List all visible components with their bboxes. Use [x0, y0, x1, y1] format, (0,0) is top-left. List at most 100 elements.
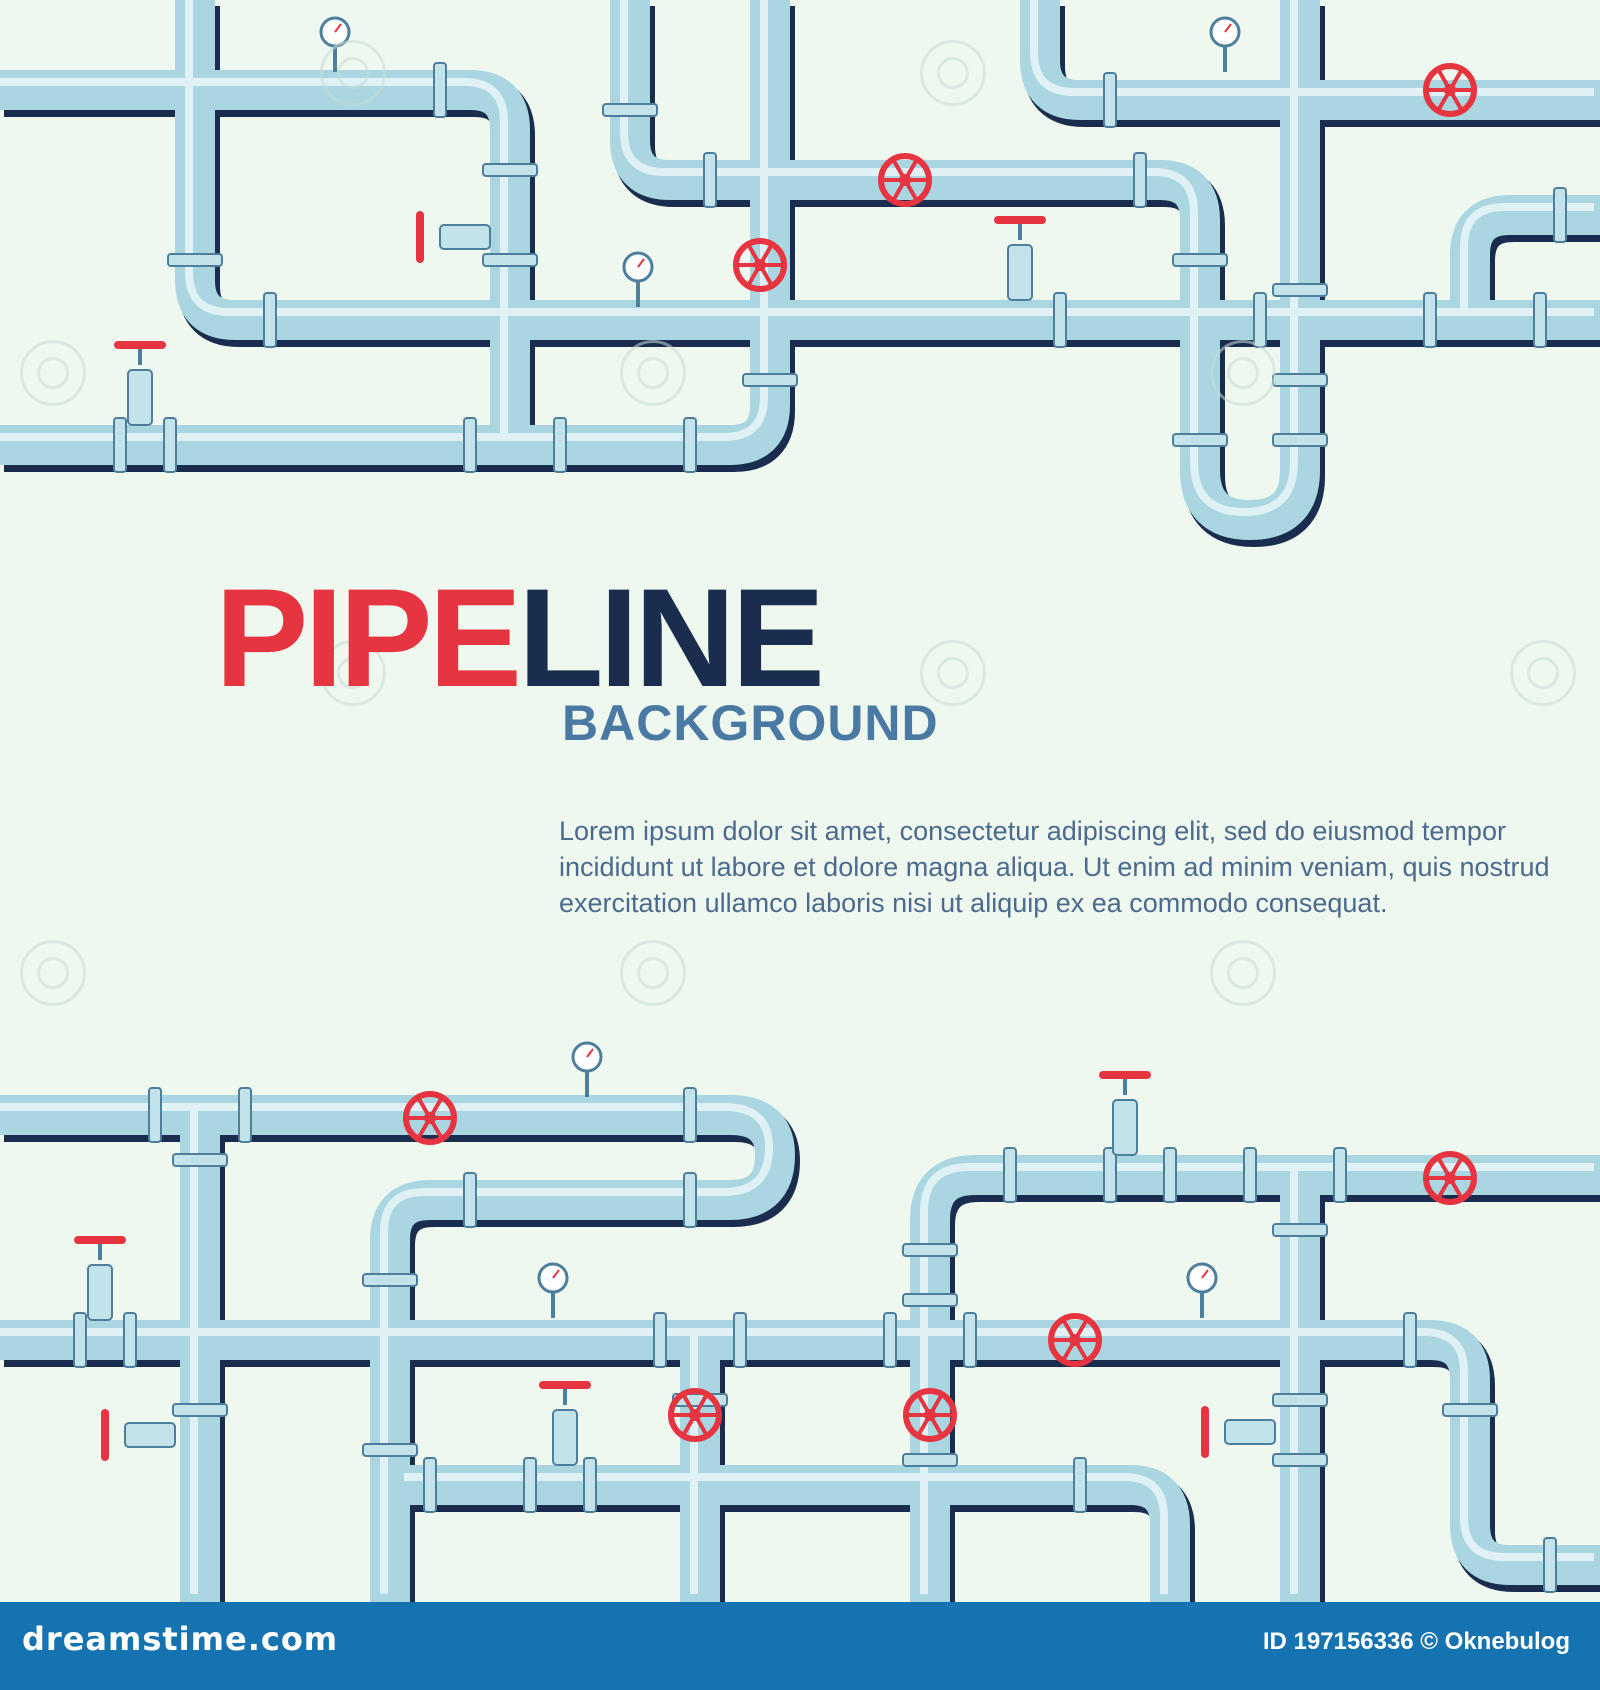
gate-valve-icon [87, 1264, 113, 1321]
pipe-flange [1272, 433, 1328, 447]
pipe-flange [1543, 1537, 1557, 1593]
pipe-flange [1272, 283, 1328, 297]
subheadline: BACKGROUND [562, 695, 939, 751]
pressure-gauge-needle [1201, 1269, 1209, 1279]
gate-valve-icon [127, 369, 153, 426]
pipe-flange [463, 417, 477, 473]
body-text: Lorem ipsum dolor sit amet, consectetur … [559, 816, 1550, 918]
watermark-spiral-icon [20, 940, 86, 1006]
pipe-highlight [0, 78, 508, 437]
pipe-highlight [0, 0, 768, 441]
valve-wheel-hub [689, 1409, 701, 1421]
pressure-gauge-needle [334, 23, 342, 33]
pipe-flange [1533, 292, 1547, 348]
pipe-flange [1003, 1147, 1017, 1203]
pipe-flange [1553, 187, 1567, 243]
side-valve-icon [1224, 1419, 1276, 1445]
pipe-flange [1163, 1147, 1177, 1203]
pipe-highlight [1030, 0, 1594, 96]
valve-wheel-hub [1069, 1334, 1081, 1346]
pipe-flange [1403, 1312, 1417, 1368]
gate-valve-handle [1099, 1071, 1151, 1079]
headline-line: LINE [518, 559, 825, 716]
pipe-shadow [4, 1325, 1600, 1592]
gate-valve-handle [539, 1381, 591, 1389]
pipe-flange [733, 1312, 747, 1368]
pipe-flange [902, 1293, 958, 1307]
pipe-flange [1243, 1147, 1257, 1203]
gate-valve-icon [1007, 244, 1033, 301]
pipe-flange [263, 292, 277, 348]
valve-wheel-icon [733, 238, 787, 292]
pipe-flange [362, 1273, 418, 1287]
valve-wheel-icon [903, 1388, 957, 1442]
valve-wheel-hub [424, 1112, 436, 1124]
pipe-flange [123, 1312, 137, 1368]
pipe-flange [167, 253, 223, 267]
gate-valve-handle [114, 341, 166, 349]
footer-logo[interactable]: dreamstime.com [22, 1620, 339, 1658]
pipe-flange [1423, 292, 1437, 348]
pipe-flange [683, 417, 697, 473]
watermark-spiral-icon [320, 640, 386, 706]
pipe-highlight [0, 1328, 1594, 1561]
pipe-flange [148, 1087, 162, 1143]
pipe-shadow [913, 1160, 1600, 1602]
pipe-flange [172, 1403, 228, 1417]
pipe-flange [553, 417, 567, 473]
gate-valve-handle [74, 1236, 126, 1244]
pipe-flange [1073, 1457, 1087, 1513]
side-valve-icon [439, 224, 491, 250]
valve-wheel-hub [1444, 84, 1456, 96]
pipe-flange [113, 417, 127, 473]
pipe-network [0, 0, 1600, 1602]
pipe-flange [1172, 433, 1228, 447]
poster-canvas: PIPELINE BACKGROUND Lorem ipsum dolor si… [0, 0, 1600, 1602]
gate-valve-icon [552, 1409, 578, 1466]
pipe-flange [653, 1312, 667, 1368]
pressure-gauge-icon [1209, 16, 1241, 48]
pipe-highlight [0, 1103, 773, 1594]
watermark-spiral-icon [1210, 940, 1276, 1006]
pipe-flange [902, 1243, 958, 1257]
pressure-gauge-needle [637, 258, 645, 268]
pipe-shadow [4, 75, 535, 451]
pipe-highlight [1460, 203, 1594, 312]
pressure-gauge-needle [552, 1269, 560, 1279]
watermark-spiral-icon [1210, 340, 1276, 406]
watermark-spiral-icon [320, 40, 386, 106]
gate-valve-icon [1112, 1099, 1138, 1156]
valve-wheel-hub [754, 259, 766, 271]
pipe-flange [172, 1153, 228, 1167]
pipe-flange [883, 1312, 897, 1368]
pipe-highlight [620, 0, 1298, 516]
pipe [910, 1155, 1600, 1602]
valve-wheel-icon [1048, 1313, 1102, 1367]
pipe-flange [482, 163, 538, 177]
pipe-flange [238, 1087, 252, 1143]
pipe-flange [1272, 1223, 1328, 1237]
pipe-flange [433, 62, 447, 118]
valve-wheel-icon [1423, 63, 1477, 117]
valve-wheel-hub [899, 174, 911, 186]
pressure-gauge-needle [1224, 23, 1232, 33]
valve-wheel-icon [878, 153, 932, 207]
pipe-flange [902, 1453, 958, 1467]
pipe-flange [1333, 1147, 1347, 1203]
pipe [1450, 195, 1600, 320]
pipe-flange [73, 1312, 87, 1368]
pipe [0, 1320, 1600, 1585]
watermark-spiral-icon [20, 340, 86, 406]
gate-valve-handle [994, 216, 1046, 224]
pipe-flange [163, 417, 177, 473]
pipe [0, 0, 790, 465]
pipe-flange [423, 1457, 437, 1513]
pipe-flange [1272, 373, 1328, 387]
pipe-flange [1103, 72, 1117, 128]
watermark-spiral-icon [620, 340, 686, 406]
pipe-flange [1133, 152, 1147, 208]
pipe-flange [1442, 1403, 1498, 1417]
pipe-flange [482, 253, 538, 267]
valve-wheel-icon [403, 1091, 457, 1145]
headline: PIPELINE [215, 568, 825, 708]
